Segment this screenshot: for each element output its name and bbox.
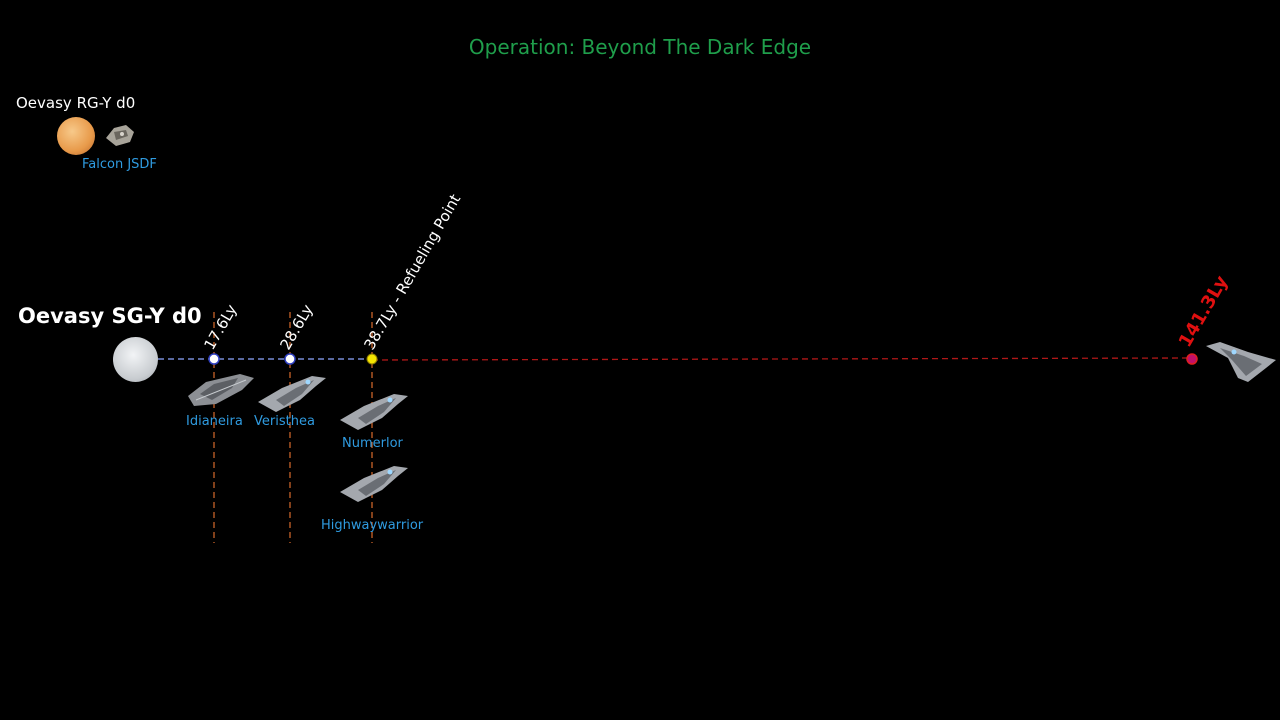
primary-system-name: Oevasy SG-Y d0 (18, 304, 202, 328)
spaceship-icon (1206, 342, 1276, 382)
page-title: Operation: Beyond The Dark Edge (468, 35, 812, 59)
waypoint-marker-2 (284, 353, 296, 365)
waypoint-marker-1 (208, 353, 220, 365)
highwaywarrior-label: Highwaywarrior (321, 518, 424, 533)
spaceship-icon (106, 125, 134, 146)
destination-marker (1186, 353, 1198, 365)
orange-star-icon (57, 117, 95, 155)
white-star-icon (113, 337, 158, 382)
falcon-jsdf-label: Falcon JSDF (82, 157, 157, 172)
idianeira-label: Idianeira (186, 414, 243, 429)
numerlor-label: Numerlor (342, 436, 403, 451)
spaceship-icon (258, 376, 326, 412)
route-line-far (371, 357, 1193, 361)
veristhea-label: Veristhea (254, 414, 315, 429)
refuel-point-icon (366, 353, 378, 365)
secondary-system-name: Oevasy RG-Y d0 (16, 94, 136, 112)
spaceship-icon (340, 394, 408, 430)
spaceship-icon (188, 374, 254, 406)
spaceship-icon (340, 466, 408, 502)
